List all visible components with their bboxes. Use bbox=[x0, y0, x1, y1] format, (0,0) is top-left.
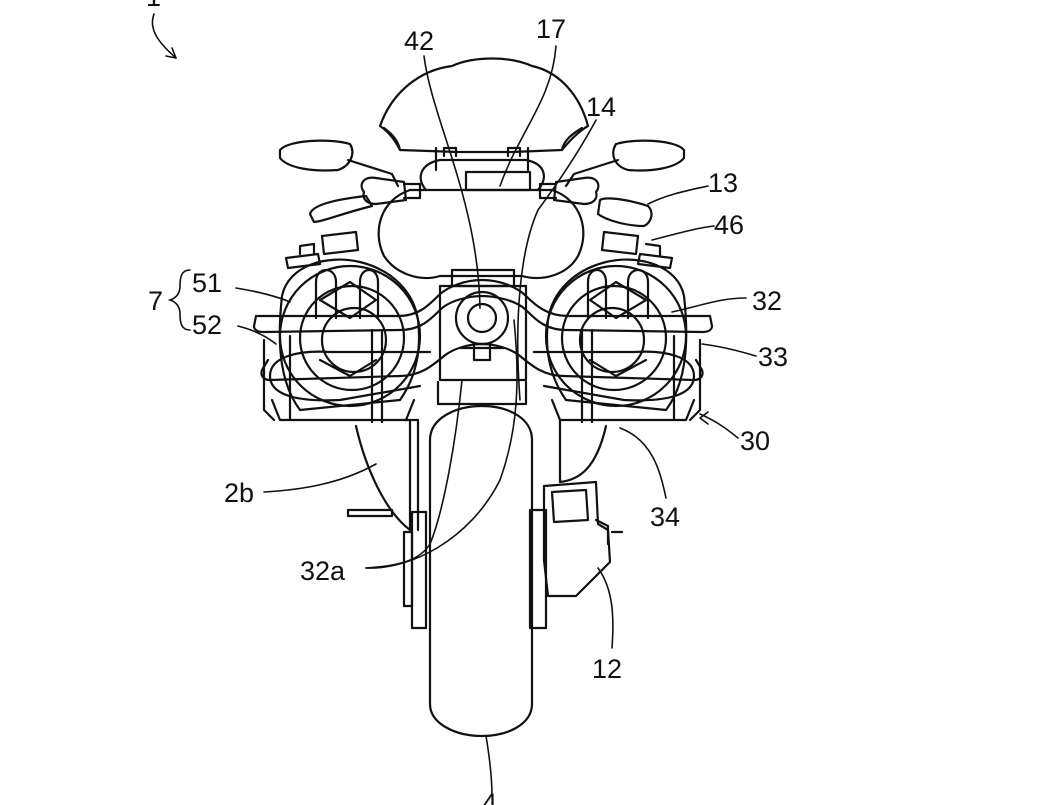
right-mirror bbox=[564, 139, 686, 188]
label-13: 13 bbox=[708, 168, 738, 198]
right-guard-loops bbox=[532, 268, 702, 424]
front-wheel bbox=[428, 404, 534, 738]
lower-fairing bbox=[354, 380, 608, 532]
label-42: 42 bbox=[404, 26, 434, 56]
label-34: 34 bbox=[650, 502, 680, 532]
label-51: 51 bbox=[192, 268, 222, 298]
label-bracket-7 bbox=[167, 269, 191, 331]
label-2b: 2b bbox=[224, 478, 254, 508]
label-4: 4 bbox=[482, 788, 497, 805]
label-30: 30 bbox=[740, 426, 770, 456]
right-brake-caliper bbox=[528, 508, 548, 630]
left-accessory bbox=[284, 230, 360, 270]
label-33: 33 bbox=[758, 342, 788, 372]
label-17: 17 bbox=[536, 14, 566, 44]
left-brake-caliper bbox=[346, 508, 428, 630]
upper-cowl bbox=[377, 146, 585, 280]
label-14: 14 bbox=[586, 92, 616, 122]
left-cylinder-cover bbox=[278, 258, 422, 412]
label-32a: 32a bbox=[300, 556, 346, 586]
left-guard-loops bbox=[262, 268, 432, 424]
left-mirror bbox=[278, 139, 400, 188]
right-cylinder-cover bbox=[544, 258, 688, 412]
windscreen bbox=[378, 57, 590, 172]
label-7: 7 bbox=[148, 286, 163, 316]
label-32: 32 bbox=[752, 286, 782, 316]
figure-reference-arrow: 1 bbox=[146, 0, 177, 59]
handlebars bbox=[308, 176, 653, 228]
label-46: 46 bbox=[714, 210, 744, 240]
central-hub bbox=[438, 268, 528, 382]
label-12: 12 bbox=[592, 654, 622, 684]
label-52: 52 bbox=[192, 310, 222, 340]
figure-ref-label: 1 bbox=[146, 0, 161, 12]
leader-lines bbox=[235, 45, 757, 797]
side-module bbox=[542, 480, 624, 598]
